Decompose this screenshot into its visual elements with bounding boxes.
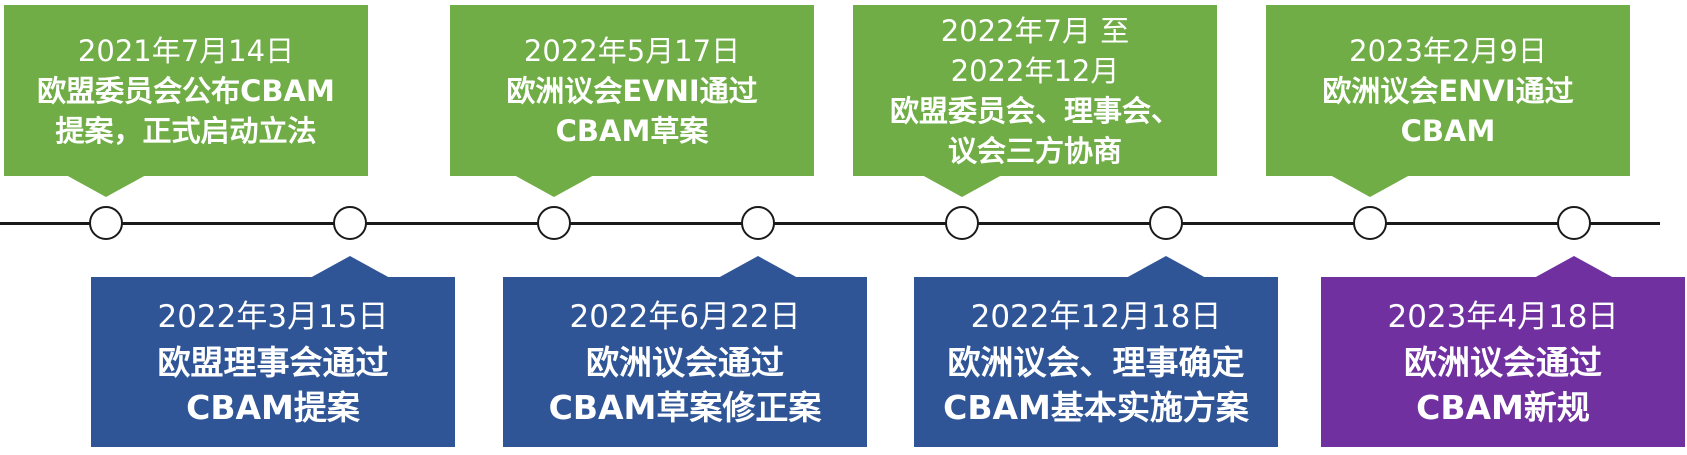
event-card-top-2: 2022年5月17日 欧洲议会EVNI通过 CBAM草案	[450, 5, 814, 176]
event-card-bottom-1: 2022年3月15日 欧盟理事会通过 CBAM提案	[91, 277, 455, 447]
event-pointer-bottom-3	[1126, 256, 1206, 278]
timeline-axis	[0, 222, 1660, 225]
timeline-node-8	[1557, 206, 1591, 240]
event-desc: 议会三方协商	[947, 133, 1122, 168]
event-date: 2022年6月22日	[569, 298, 801, 335]
event-date: 2022年3月15日	[157, 298, 389, 335]
timeline-node-1	[89, 206, 123, 240]
event-desc: CBAM基本实施方案	[943, 387, 1249, 427]
event-card-top-1: 2021年7月14日 欧盟委员会公布CBAM 提案，正式启动立法	[4, 5, 368, 176]
event-pointer-bottom-2	[718, 256, 798, 278]
event-date: 2023年4月18日	[1387, 298, 1619, 335]
event-desc: CBAM草案修正案	[548, 387, 822, 427]
event-pointer-bottom-4	[1534, 256, 1614, 278]
timeline-node-6	[1149, 206, 1183, 240]
event-desc: 欧盟委员会公布CBAM	[37, 73, 335, 108]
event-desc: CBAM	[1400, 113, 1496, 148]
event-desc: 提案，正式启动立法	[55, 113, 317, 148]
event-desc: 欧洲议会通过	[586, 342, 784, 382]
event-date-end: 2022年12月	[950, 53, 1120, 88]
event-desc: 欧盟理事会通过	[157, 342, 389, 382]
event-pointer-bottom-1	[310, 256, 390, 278]
event-desc: CBAM草案	[555, 113, 709, 148]
event-card-bottom-3: 2022年12月18日 欧洲议会、理事确定 CBAM基本实施方案	[914, 277, 1278, 447]
event-desc: 欧洲议会EVNI通过	[506, 73, 758, 108]
event-date: 2022年12月18日	[970, 298, 1222, 335]
event-pointer-top-3	[922, 175, 1002, 197]
event-pointer-top-4	[1330, 175, 1410, 197]
event-desc: 欧洲议会、理事确定	[947, 342, 1245, 382]
event-pointer-top-1	[66, 175, 146, 197]
timeline-node-3	[537, 206, 571, 240]
timeline-node-5	[945, 206, 979, 240]
event-date: 2023年2月9日	[1349, 33, 1547, 68]
event-desc: 欧洲议会ENVI通过	[1322, 73, 1574, 108]
event-date: 2022年5月17日	[523, 33, 741, 68]
timeline-node-4	[741, 206, 775, 240]
event-desc: CBAM提案	[186, 387, 360, 427]
event-card-bottom-2: 2022年6月22日 欧洲议会通过 CBAM草案修正案	[503, 277, 867, 447]
event-desc: 欧盟委员会、理事会、	[889, 93, 1180, 128]
event-card-top-3: 2022年7月 至 2022年12月 欧盟委员会、理事会、 议会三方协商	[853, 5, 1217, 176]
event-pointer-top-2	[514, 175, 594, 197]
event-date: 2021年7月14日	[77, 33, 295, 68]
event-desc: 欧洲议会通过	[1404, 342, 1602, 382]
event-desc: CBAM新规	[1416, 387, 1590, 427]
event-date: 2022年7月 至	[940, 13, 1130, 48]
timeline-node-7	[1353, 206, 1387, 240]
event-card-bottom-4: 2023年4月18日 欧洲议会通过 CBAM新规	[1321, 277, 1685, 447]
event-card-top-4: 2023年2月9日 欧洲议会ENVI通过 CBAM	[1266, 5, 1630, 176]
timeline-node-2	[333, 206, 367, 240]
